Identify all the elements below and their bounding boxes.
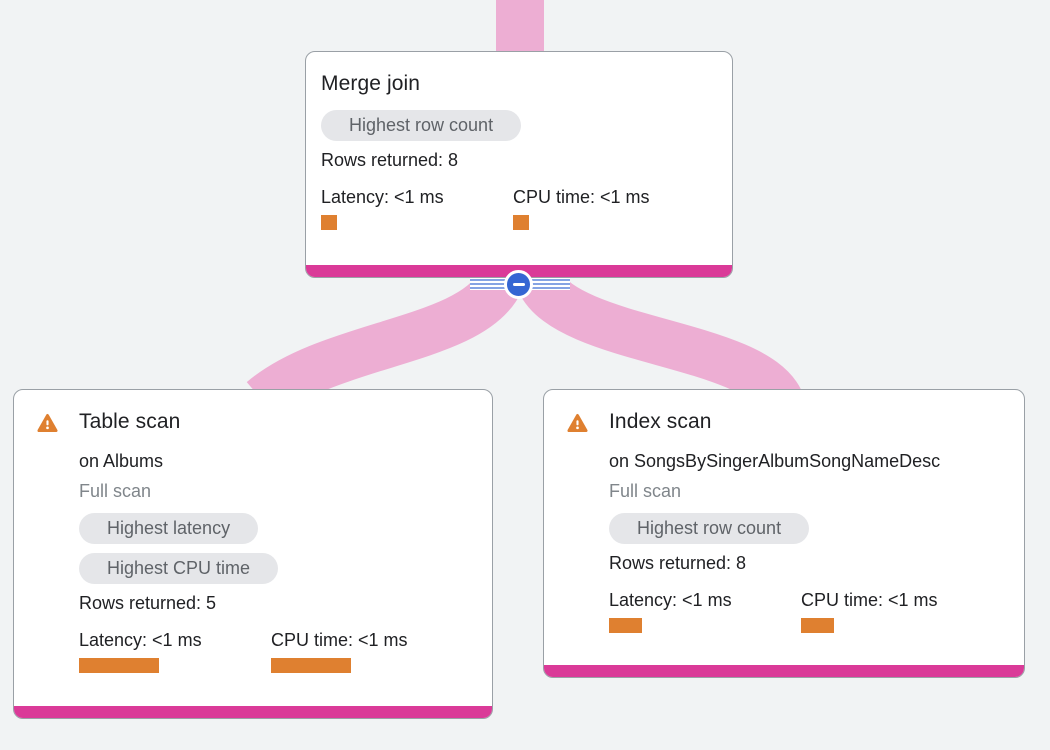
rows-returned: Rows returned: 8 — [321, 150, 459, 170]
badge-highest-row-count: Highest row count — [321, 110, 522, 141]
node-header: Index scan — [566, 410, 1008, 438]
metrics-row: Latency: <1 ms CPU time: <1 ms — [79, 630, 476, 673]
cpu-time-label: CPU time: <1 ms — [801, 590, 938, 610]
node-target: on Albums — [79, 451, 164, 471]
scan-type: Full scan — [79, 481, 152, 501]
metrics-row: Latency: <1 ms CPU time: <1 ms — [321, 187, 716, 230]
badge-highest-cpu-time: Highest CPU time — [79, 553, 279, 584]
collapse-button[interactable] — [504, 270, 533, 299]
latency-label: Latency: <1 ms — [609, 590, 732, 610]
node-title: Index scan — [609, 410, 712, 433]
warning-icon — [36, 410, 79, 438]
minus-icon — [512, 283, 525, 286]
latency-bar — [321, 215, 337, 230]
node-footer-bar — [544, 665, 1024, 677]
latency-bar — [609, 618, 642, 633]
edge-merge-join-to-table-scan — [246, 270, 522, 419]
cpu-time-label: CPU time: <1 ms — [271, 630, 408, 650]
node-target: on SongsBySingerAlbumSongNameDesc — [609, 451, 941, 471]
latency-label: Latency: <1 ms — [321, 187, 444, 207]
badge-highest-row-count: Highest row count — [609, 513, 810, 544]
rows-returned: Rows returned: 8 — [609, 553, 747, 573]
warning-icon — [566, 410, 609, 438]
node-table-scan[interactable]: Table scan on Albums Full scan Highest l… — [13, 389, 493, 719]
latency-label: Latency: <1 ms — [79, 630, 202, 650]
edge-merge-join-to-index-scan — [518, 269, 802, 413]
cpu-time-label: CPU time: <1 ms — [513, 187, 650, 207]
latency-metric: Latency: <1 ms — [79, 630, 271, 673]
rows-returned: Rows returned: 5 — [79, 593, 217, 613]
cpu-time-bar — [513, 215, 529, 230]
node-title: Table scan — [79, 410, 181, 433]
metrics-row: Latency: <1 ms CPU time: <1 ms — [609, 590, 1008, 633]
badge-highest-latency: Highest latency — [79, 513, 259, 544]
node-merge-join[interactable]: Merge join Highest row count Rows return… — [305, 51, 733, 278]
latency-bar — [79, 658, 159, 673]
cpu-time-metric: CPU time: <1 ms — [271, 630, 463, 673]
node-footer-bar — [14, 706, 492, 718]
cpu-time-bar — [271, 658, 351, 673]
latency-metric: Latency: <1 ms — [321, 187, 513, 230]
cpu-time-bar — [801, 618, 834, 633]
latency-metric: Latency: <1 ms — [609, 590, 801, 633]
scan-type: Full scan — [609, 481, 682, 501]
node-header: Table scan — [36, 410, 476, 438]
node-index-scan[interactable]: Index scan on SongsBySingerAlbumSongName… — [543, 389, 1025, 678]
cpu-time-metric: CPU time: <1 ms — [513, 187, 705, 230]
cpu-time-metric: CPU time: <1 ms — [801, 590, 993, 633]
edge-parent-to-merge-join — [496, 0, 544, 56]
node-title: Merge join — [321, 72, 421, 95]
